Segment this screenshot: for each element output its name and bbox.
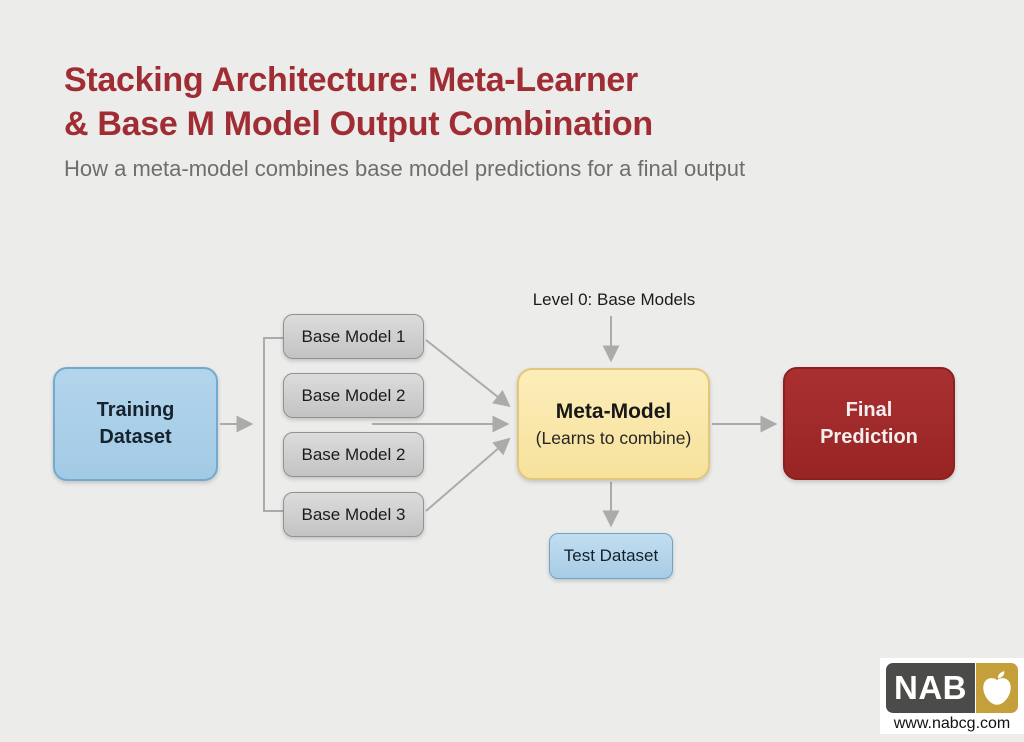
training-dataset-label-line2: Dataset: [99, 426, 172, 448]
node-test-dataset: Test Dataset: [549, 533, 673, 579]
node-meta-model: Meta-Model (Learns to combine): [517, 368, 710, 480]
meta-model-subtitle: (Learns to combine): [535, 428, 692, 448]
final-prediction-label-line2: Prediction: [820, 425, 918, 448]
test-dataset-label: Test Dataset: [563, 546, 659, 565]
meta-model-title: Meta-Model: [555, 400, 672, 423]
page-title-line2: & Base M Model Output Combination: [64, 105, 653, 143]
arrow-bm1-to-meta: [425, 339, 511, 408]
node-base-model-1: Base Model 1: [283, 314, 424, 359]
nab-logo-url: www.nabcg.com: [886, 713, 1018, 734]
page-title-line1: Stacking Architecture: Meta-Learner: [64, 61, 638, 99]
node-base-model-3: Base Model 2: [283, 432, 424, 477]
base-model-3-label: Base Model 2: [301, 444, 406, 464]
level0-annotation: Level 0: Base Models: [532, 290, 696, 309]
page-subtitle: How a meta-model combines base model pre…: [64, 156, 746, 181]
arrow-bm3-to-meta: [425, 437, 511, 512]
base-model-2-label: Base Model 2: [301, 385, 406, 405]
node-base-model-2: Base Model 2: [283, 373, 424, 418]
base-model-1-label: Base Model 1: [301, 326, 406, 346]
nab-logo-mark: NAB: [886, 663, 1018, 713]
page-title: Stacking Architecture: Meta-Learner & Ba…: [64, 58, 653, 146]
apple-icon: [976, 663, 1018, 713]
nab-logo: NAB www.nabcg.com: [880, 658, 1024, 734]
node-base-model-4: Base Model 3: [283, 492, 424, 537]
base-model-4-label: Base Model 3: [301, 504, 406, 524]
training-dataset-label-line1: Training: [96, 399, 175, 421]
nab-logo-letters: NAB: [886, 663, 975, 713]
node-training-dataset: Training Dataset: [53, 367, 218, 481]
node-final-prediction: Final Prediction: [783, 367, 955, 480]
final-prediction-label-line1: Final: [845, 398, 893, 421]
bracket-base-models: [263, 337, 283, 512]
